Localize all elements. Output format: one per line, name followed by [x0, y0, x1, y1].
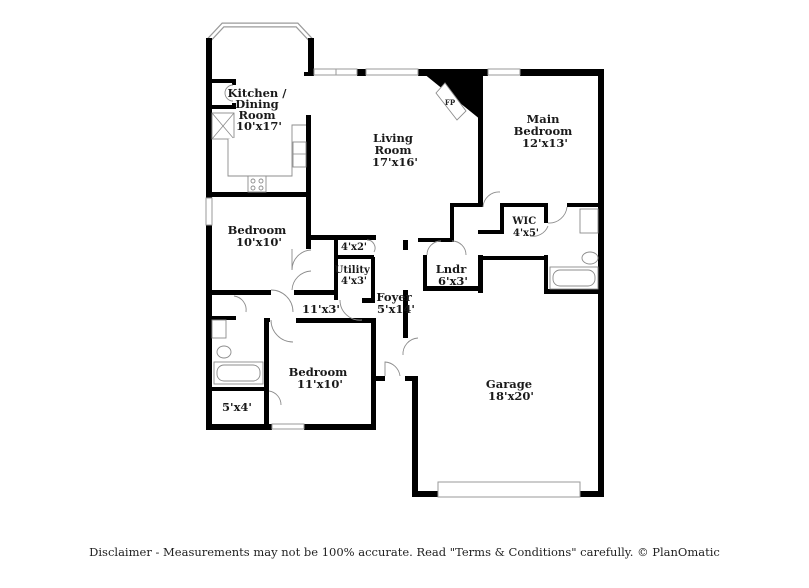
room-living-label: Living Room 17'x16' [372, 131, 418, 169]
room-main-bedroom-label: Main Bedroom 12'x13' [514, 112, 577, 150]
fireplace: FP [435, 82, 467, 121]
room-laundry-label: Lndr 6'x3' [436, 262, 471, 288]
room-closet-4x2-label: 4'x2' [341, 242, 367, 253]
room-wic-label: WIC 4'x5' [511, 216, 539, 239]
room-utility-label: Utility 4'x3' [335, 265, 374, 287]
room-labels: Kitchen / Dining Room 10'x17' Living Roo… [222, 86, 577, 414]
room-foyer-label: Foyer 5'x14' [376, 290, 415, 316]
fireplace-label: FP [445, 98, 456, 107]
bath-fixtures [211, 208, 599, 385]
room-bedroom-2-label: Bedroom 11'x10' [289, 365, 352, 391]
room-hall-label: 11'x3' [302, 302, 340, 316]
room-garage-label: Garage 18'x20' [486, 377, 536, 403]
windows [205, 68, 581, 498]
doors [233, 191, 568, 406]
room-kitchen-label: Kitchen / Dining Room 10'x17' [228, 86, 291, 133]
disclaimer-text: Disclaimer - Measurements may not be 100… [89, 545, 720, 559]
bay-window [207, 22, 313, 42]
room-bedroom-1-label: Bedroom 10'x10' [228, 223, 291, 249]
room-closet-5x4-label: 5'x4' [222, 400, 252, 414]
kitchen-fixtures [211, 84, 307, 193]
